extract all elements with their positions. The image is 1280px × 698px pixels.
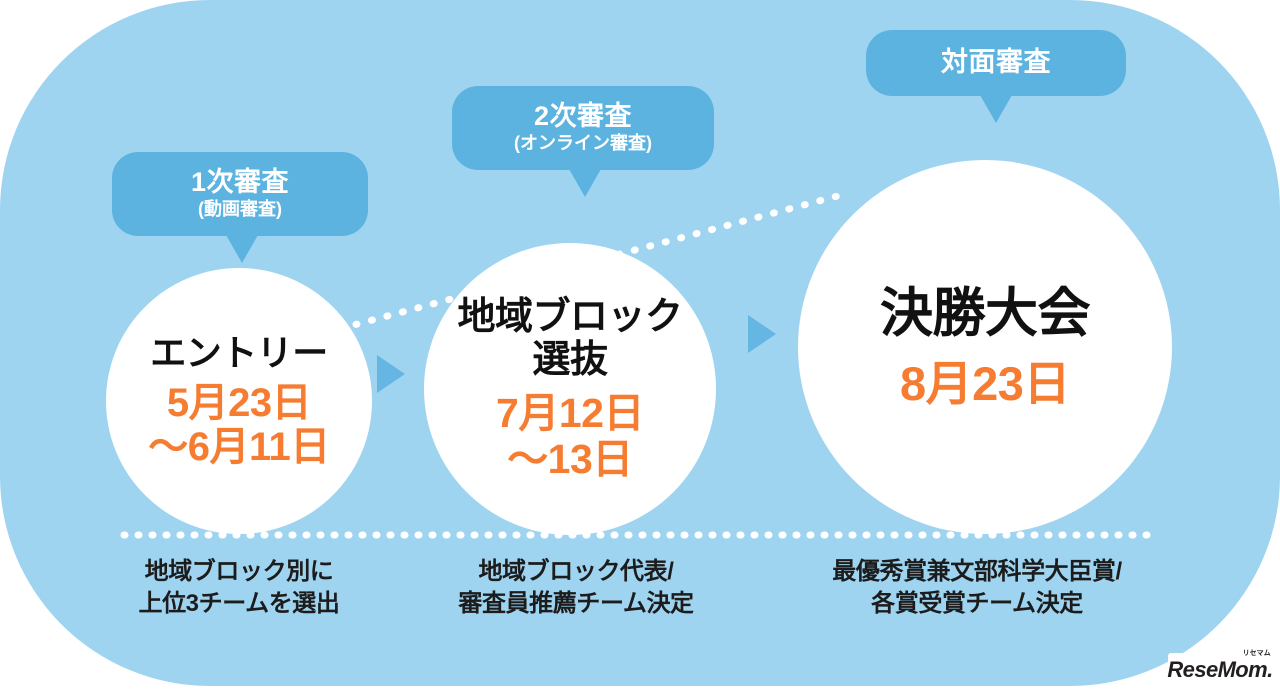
stage-entry-title: エントリー bbox=[150, 331, 328, 373]
stage-final-date-line1: 8月23日 bbox=[900, 356, 1070, 410]
caption-final-line1: 最優秀賞兼文部科学大臣賞/ bbox=[832, 558, 1122, 585]
stage-regional-date: 7月12日 〜13日 bbox=[496, 391, 644, 481]
caption-entry-line2: 上位3チームを選出 bbox=[138, 590, 340, 618]
caption-regional-line2: 審査員推薦チーム決定 bbox=[458, 590, 694, 618]
stage-regional-title-line2: 選抜 bbox=[532, 338, 608, 381]
badge-in-person-screening-title: 対面審査 bbox=[941, 47, 1051, 78]
badge-first-screening-pointer bbox=[226, 235, 258, 263]
stage-final-date: 8月23日 bbox=[900, 358, 1070, 410]
badge-first-screening-title: 1次審査 bbox=[190, 167, 290, 198]
caption-final-line2: 各賞受賞チーム決定 bbox=[871, 590, 1083, 618]
badge-first-screening[interactable]: 1次審査 (動画審査) bbox=[112, 152, 368, 263]
stage-circle-regional-block-selection[interactable]: 地域ブロック 選抜 7月12日 〜13日 bbox=[424, 243, 716, 535]
stage-circle-final-tournament[interactable]: 決勝大会 8月23日 bbox=[798, 160, 1172, 534]
caption-entry-line1: 地域ブロック別に bbox=[144, 558, 334, 585]
stage-regional-date-line1: 7月12日 bbox=[496, 390, 644, 437]
stage-circle-entry[interactable]: エントリー 5月23日 〜6月11日 bbox=[106, 268, 372, 534]
stage-entry-date-line2: 〜6月11日 bbox=[148, 425, 330, 470]
badge-in-person-screening-pointer bbox=[980, 95, 1012, 123]
stage-entry-date-line1: 5月23日 bbox=[166, 381, 312, 426]
badge-second-screening-pointer bbox=[569, 169, 601, 197]
arrow-right-icon-1 bbox=[377, 355, 405, 393]
arrow-right-icon-2 bbox=[748, 315, 776, 353]
watermark-kana: リセマム bbox=[1242, 650, 1271, 657]
caption-regional: 地域ブロック代表/ 審査員推薦チーム決定 bbox=[412, 556, 740, 620]
badge-second-screening-title: 2次審査 bbox=[533, 101, 633, 132]
caption-regional-line1: 地域ブロック代表/ bbox=[478, 558, 674, 585]
caption-final: 最優秀賞兼文部科学大臣賞/ 各賞受賞チーム決定 bbox=[780, 556, 1174, 620]
caption-entry: 地域ブロック別に 上位3チームを選出 bbox=[86, 556, 392, 620]
stage-final-title: 決勝大会 bbox=[880, 284, 1091, 344]
resemom-watermark: ReseMom. リセマム bbox=[1167, 650, 1273, 687]
stage-regional-title-line1: 地域ブロック bbox=[457, 296, 683, 339]
watermark-inner: ReseMom. リセマム bbox=[1167, 650, 1273, 682]
badge-in-person-screening[interactable]: 対面審査 bbox=[866, 30, 1126, 123]
badge-first-screening-subtitle: (動画審査) bbox=[198, 199, 282, 220]
watermark-logotype: ReseMom. bbox=[1167, 657, 1273, 682]
stage-regional-title: 地域ブロック 選抜 bbox=[457, 296, 683, 381]
stage-entry-date: 5月23日 〜6月11日 bbox=[148, 381, 330, 469]
badge-second-screening[interactable]: 2次審査 (オンライン審査) bbox=[452, 86, 714, 197]
badge-second-screening-subtitle: (オンライン審査) bbox=[514, 133, 652, 154]
stage-regional-date-line2: 〜13日 bbox=[507, 435, 633, 482]
